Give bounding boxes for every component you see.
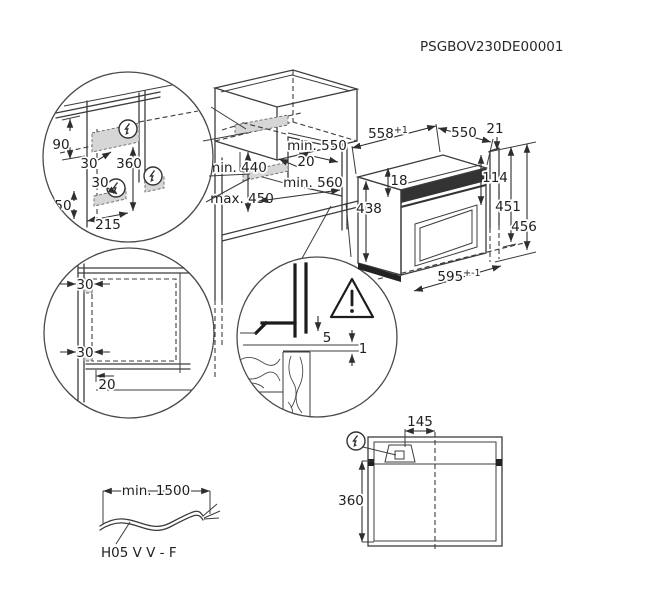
oven-drawing: 18 438 558+1 550 21 114 451 456 595+-1 xyxy=(351,119,539,292)
oven-base-trim xyxy=(358,263,401,282)
oven-width-label: 558+1 xyxy=(368,125,408,142)
detail-trim-clearance: 5 1 xyxy=(236,256,398,418)
oven-depth-label: 550 xyxy=(451,125,477,141)
power-cord-drawing: min. 1500 H05 V V - F xyxy=(99,481,221,563)
lightning-icon xyxy=(118,119,138,139)
wire-ends xyxy=(202,503,221,520)
oven-height-label: 451 xyxy=(495,199,521,215)
oven-height-total-label: 456 xyxy=(511,219,537,235)
rear-gap-label: 20 xyxy=(297,154,314,170)
side-connection-zone xyxy=(242,161,289,182)
top-inset-label: 18 xyxy=(390,173,407,189)
dim-215-label: 215 xyxy=(95,217,121,233)
connection-offset-label: 145 xyxy=(407,414,433,430)
panel-height-label: 114 xyxy=(482,170,508,186)
oven-top-view: 145 360 xyxy=(336,412,503,550)
dim-360-label: 360 xyxy=(116,156,142,172)
cabinet-drawing: min. 550 20 min. 440 max. 450 min. 560 xyxy=(205,69,360,380)
dim-30-mid-label: 30 xyxy=(91,175,108,191)
niche-depth-label: min. 550 xyxy=(287,138,347,154)
door-gap-5-label: 5 xyxy=(323,330,332,346)
dim-30-top-label: 30 xyxy=(76,277,93,293)
connection-depth-label: 360 xyxy=(338,493,364,509)
upper-connection-zone xyxy=(234,114,289,136)
body-height-label: 438 xyxy=(356,201,382,217)
lightning-icon xyxy=(106,178,126,198)
door-gap-1-label: 1 xyxy=(359,341,368,357)
dim-90-label: 90 xyxy=(52,137,69,153)
niche-height-max-label: max. 450 xyxy=(210,191,274,207)
warning-triangle-icon xyxy=(329,277,375,319)
oven-control-panel xyxy=(401,168,486,203)
niche-height-min-label: min. 440 xyxy=(207,160,267,176)
terminal-box xyxy=(384,444,416,463)
lightning-icon xyxy=(143,166,163,186)
rear-clearance-label: 21 xyxy=(486,121,503,137)
front-width-label: 595+-1 xyxy=(437,268,480,285)
niche-width-label: min. 560 xyxy=(283,175,343,191)
oven-door-window xyxy=(414,204,478,267)
cord-length-label: min. 1500 xyxy=(122,483,190,499)
detail-side-clearance: 30 30 20 xyxy=(43,247,215,419)
detail-upper-connection: 90 30 360 30 50 215 xyxy=(42,71,214,243)
lightning-icon xyxy=(346,431,366,451)
dim-30-bottom-label: 30 xyxy=(76,345,93,361)
dim-20-label: 20 xyxy=(98,377,115,393)
callout-upper-zones xyxy=(202,106,251,203)
dim-30-top-label: 30 xyxy=(80,156,97,172)
callout-trim-detail xyxy=(299,202,352,263)
cord-type-label: H05 V V - F xyxy=(101,545,177,561)
document-code: PSGBOV230DE00001 xyxy=(420,39,563,55)
